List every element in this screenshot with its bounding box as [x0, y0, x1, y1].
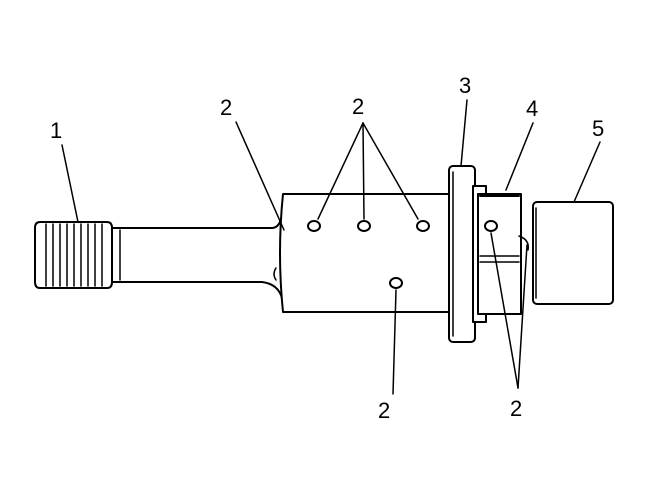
shaft: [111, 213, 283, 299]
callout-2-a: 2: [220, 95, 232, 120]
callout-2-d: 2: [510, 396, 522, 421]
leader-lines: [61, 99, 601, 395]
port-hole: [416, 220, 430, 232]
end-cap: [532, 201, 614, 305]
port-hole: [484, 220, 498, 232]
threaded-end: [34, 221, 113, 289]
port-hole: [357, 220, 371, 232]
callout-2-c: 2: [378, 398, 390, 423]
port-hole: [307, 220, 321, 232]
port-hole: [389, 277, 403, 289]
callout-4: 4: [526, 96, 538, 121]
main-body: [273, 193, 456, 313]
callout-1: 1: [50, 118, 62, 143]
callout-2-b: 2: [352, 94, 364, 119]
callouts: 1 2 2 2 2 3 4 5: [50, 73, 604, 423]
callout-5: 5: [592, 116, 604, 141]
callout-3: 3: [459, 73, 471, 98]
sleeve: [477, 193, 530, 315]
